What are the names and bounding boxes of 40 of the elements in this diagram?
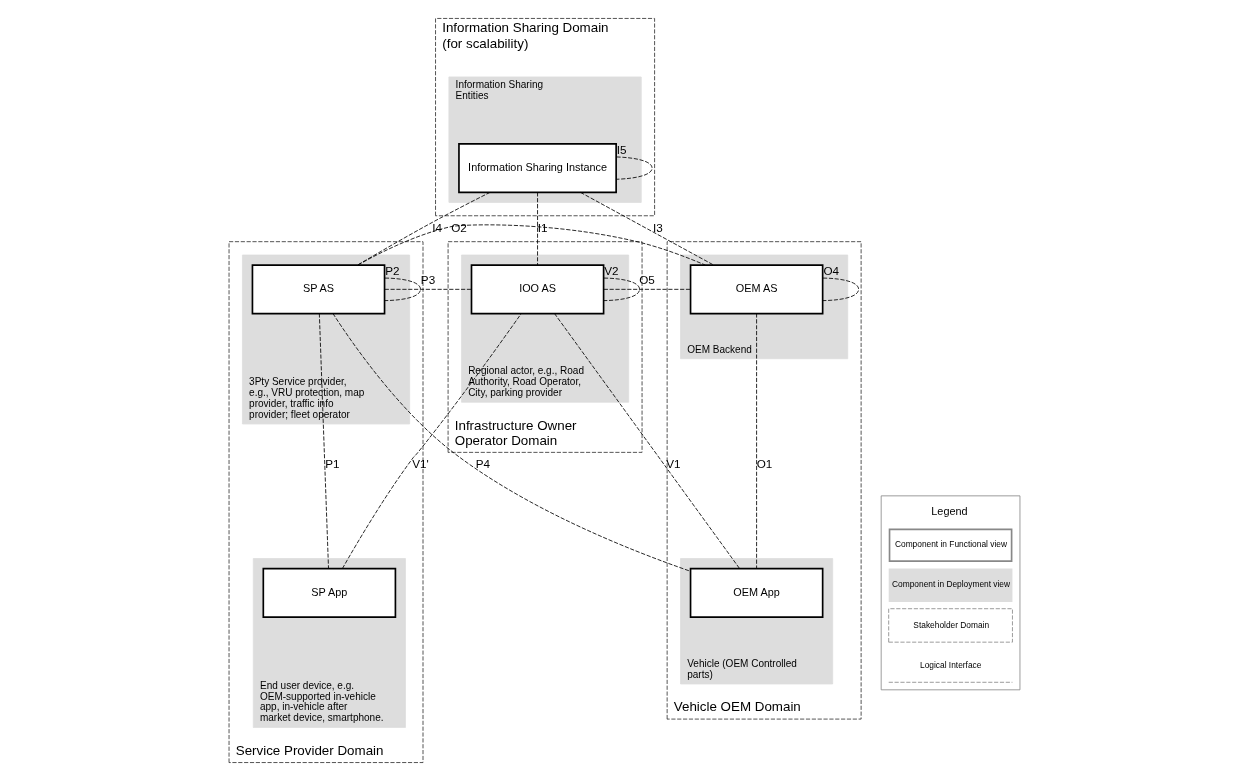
connector bbox=[602, 277, 640, 302]
node-box: OEM AS bbox=[689, 264, 823, 315]
connector bbox=[356, 191, 490, 266]
edge-label: I3 bbox=[652, 220, 663, 234]
connector bbox=[357, 224, 706, 266]
connector bbox=[383, 288, 472, 290]
edge-label: I1 bbox=[537, 220, 547, 234]
edge-label: P2 bbox=[384, 263, 399, 277]
legend-label: Stakeholder Domain bbox=[912, 619, 989, 630]
edge-label: P1 bbox=[324, 457, 339, 471]
connector bbox=[383, 277, 421, 302]
connector bbox=[755, 313, 757, 569]
node-box: Information Sharing Instance bbox=[457, 143, 617, 194]
connector bbox=[536, 192, 538, 266]
legend-label: Logical Interface bbox=[919, 659, 981, 670]
edge-label: P4 bbox=[475, 457, 490, 471]
edge-label: O1 bbox=[756, 457, 772, 471]
edge-label: I5 bbox=[616, 142, 627, 156]
connector bbox=[318, 313, 329, 569]
connector bbox=[615, 156, 652, 180]
connector bbox=[553, 313, 740, 569]
edge-label: V1 bbox=[665, 457, 681, 471]
edge-label: I4 bbox=[431, 220, 442, 234]
edge-label: V2 bbox=[603, 263, 618, 277]
node-box: SP App bbox=[261, 567, 396, 618]
edge-label: P3 bbox=[420, 272, 435, 286]
edge-label: O2 bbox=[450, 220, 467, 234]
node-box: IOO AS bbox=[470, 264, 604, 315]
edge-label: O4 bbox=[822, 263, 839, 277]
edge-label: V1' bbox=[411, 457, 429, 471]
connector bbox=[332, 313, 691, 572]
connector bbox=[821, 277, 859, 302]
connector bbox=[341, 313, 522, 569]
legend-label: Component in Deployment view bbox=[891, 579, 1010, 590]
node-box: SP AS bbox=[251, 264, 385, 315]
connector bbox=[579, 192, 714, 266]
connector bbox=[602, 288, 691, 290]
label: Legend bbox=[930, 505, 968, 518]
node-box: OEM App bbox=[689, 567, 823, 618]
legend-label: Component in Functional view bbox=[894, 539, 1007, 550]
